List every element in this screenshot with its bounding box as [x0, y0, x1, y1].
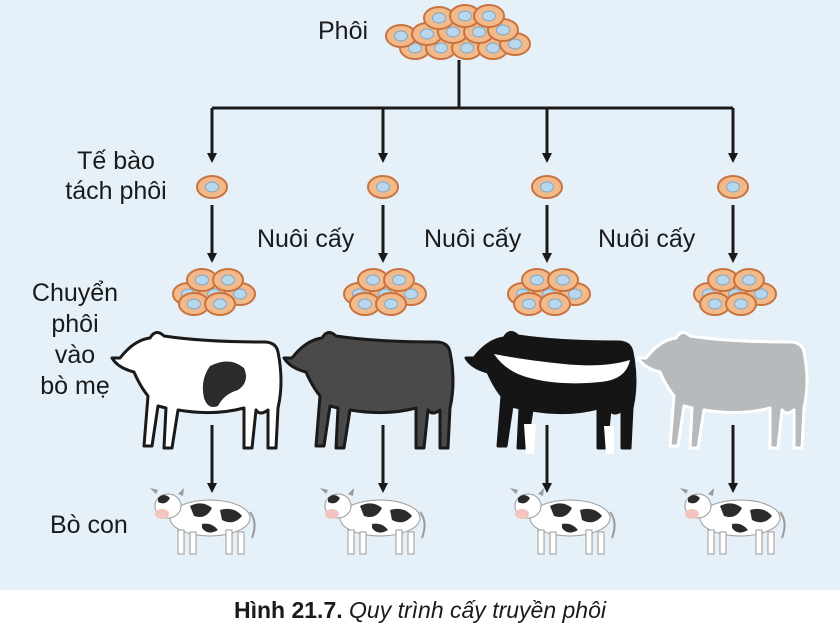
- calf-2: [319, 487, 426, 555]
- caption-number: Hình 21.7.: [233, 597, 343, 623]
- calf-1: [149, 487, 256, 555]
- white-spotted-cow: [110, 331, 283, 450]
- split-lines: [207, 60, 738, 163]
- culture-label-2: Nuôi cấy: [424, 225, 522, 253]
- culture-arrows: [207, 205, 738, 263]
- embryo-label: Phôi: [318, 17, 369, 45]
- transfer-line4: bò mẹ: [40, 372, 110, 400]
- separated-cells-label: Tế bào tách phôi: [56, 146, 176, 206]
- figure-caption: Hình 21.7. Quy trình cấy truyền phôi: [0, 594, 840, 626]
- separated-cell-2: [367, 175, 399, 199]
- cultured-cluster-2: [344, 269, 426, 315]
- cultured-cluster-4: [694, 269, 776, 315]
- separated-cell-1: [196, 175, 228, 199]
- transfer-line3: vào: [54, 341, 96, 369]
- transfer-line1: Chuyển: [31, 279, 119, 307]
- light-gray-cow: [636, 331, 809, 450]
- embryo-cluster: [385, 4, 531, 60]
- calf-3: [509, 487, 616, 555]
- culture-label-1: Nuôi cấy: [257, 225, 355, 253]
- calf-4: [679, 487, 786, 555]
- black-banded-cow: [464, 331, 637, 454]
- caption-title: Quy trình cấy truyền phôi: [349, 597, 606, 623]
- dark-gray-cow: [282, 331, 455, 450]
- transfer-line2: phôi: [51, 310, 99, 338]
- separated-cell-3: [531, 175, 563, 199]
- culture-label-3: Nuôi cấy: [598, 225, 696, 253]
- separated-cells-line1: Tế bào: [77, 147, 155, 175]
- birth-arrows: [207, 425, 738, 493]
- diagram-art: [110, 4, 809, 555]
- cultured-cluster-3: [508, 269, 590, 315]
- calf-label: Bò con: [50, 511, 128, 539]
- separated-cells-line2: tách phôi: [65, 177, 167, 205]
- separated-cell-4: [717, 175, 749, 199]
- cultured-cluster-1: [173, 269, 255, 315]
- transfer-label: Chuyển phôi vào bò mẹ: [20, 278, 130, 402]
